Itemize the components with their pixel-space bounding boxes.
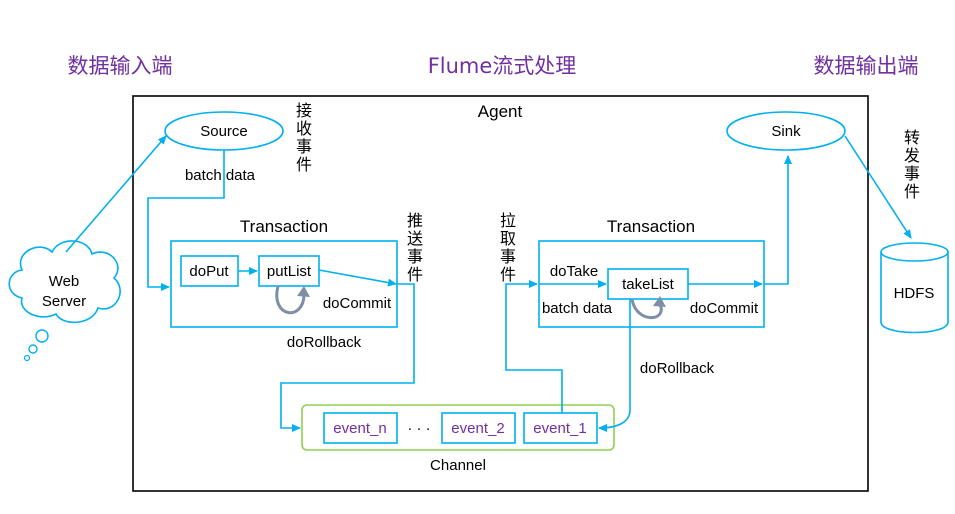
input-end-title: 数据输入端: [68, 54, 173, 78]
source-label: Source: [200, 123, 248, 140]
pull-event-char-3: 事: [500, 247, 516, 266]
sink-to-hdfs-arrow: [844, 135, 912, 239]
receive-event-char-3: 事: [296, 137, 312, 156]
push-event-char-4: 件: [407, 265, 423, 284]
take-to-sink-arrow: [764, 155, 792, 285]
pull-event-char-1: 拉: [500, 211, 516, 230]
channel-event-n-label: event_n: [333, 420, 386, 437]
channel-event-n-box: [323, 412, 398, 444]
put-docommit-label: doCommit: [323, 295, 392, 312]
put-rollback-curve-icon: [275, 285, 306, 314]
channel-label: Channel: [430, 457, 486, 474]
push-event-char-3: 事: [407, 247, 423, 266]
channel-event-1-label: event_1: [533, 420, 586, 437]
receive-event-char-1: 接: [296, 101, 312, 120]
forward-event-char-1: 转: [904, 128, 920, 147]
agent-box: [132, 95, 869, 492]
pull-event-char-2: 取: [500, 229, 516, 248]
takelist-box: [607, 268, 689, 300]
hdfs-label: HDFS: [894, 285, 935, 302]
put-transaction-title: Transaction: [240, 217, 328, 236]
pull-event-char-4: 件: [500, 265, 516, 284]
sink-label: Sink: [771, 123, 801, 140]
hdfs-cylinder-icon: [880, 242, 949, 334]
doput-label: doPut: [189, 263, 229, 280]
web-server-cloud: [8, 240, 121, 362]
receive-event-char-2: 收: [296, 119, 312, 138]
putlist-box: [258, 255, 320, 287]
putlist-label: putList: [267, 263, 312, 280]
dotake-label: doTake: [550, 263, 598, 280]
takelist-label: takeList: [622, 276, 675, 293]
push-event-char-2: 送: [407, 229, 423, 248]
take-rollback-curve-icon: [630, 298, 663, 320]
take-transaction-title: Transaction: [607, 217, 695, 236]
take-batch-data-label: batch data: [542, 300, 613, 317]
take-rollback-to-channel-arrow: [598, 299, 631, 432]
take-dorollback-label: doRollback: [640, 360, 715, 377]
web-server-label-line2: Server: [42, 293, 86, 310]
channel-event-2-box: [441, 412, 516, 444]
push-event-char-1: 推: [407, 211, 423, 230]
flume-title: Flume流式处理: [428, 54, 577, 78]
put-rollback-arrowhead-icon: [297, 286, 310, 297]
web-server-label-line1: Web: [49, 273, 80, 290]
channel-event-1-box: [523, 412, 598, 444]
output-end-title: 数据输出端: [814, 54, 919, 78]
source-to-put-arrow: [147, 150, 225, 291]
channel-ellipsis: · · ·: [407, 420, 430, 437]
webserver-to-source-arrow: [65, 135, 167, 253]
forward-event-char-2: 发: [904, 146, 920, 165]
forward-event-char-4: 件: [904, 182, 920, 201]
receive-event-char-4: 件: [296, 155, 312, 174]
source-batch-data-label: batch data: [185, 167, 256, 184]
take-rollback-arrowhead-icon: [653, 296, 666, 307]
put-to-channel-arrow: [280, 283, 415, 432]
channel-event-2-label: event_2: [451, 420, 504, 437]
channel-to-take-arrow: [505, 280, 563, 413]
take-docommit-label: doCommit: [690, 300, 759, 317]
agent-label: Agent: [478, 102, 523, 121]
putlist-commit-arrow: [318, 269, 397, 287]
sink-node: [726, 111, 846, 151]
forward-event-char-3: 事: [904, 164, 920, 183]
put-dorollback-label: doRollback: [287, 334, 362, 351]
